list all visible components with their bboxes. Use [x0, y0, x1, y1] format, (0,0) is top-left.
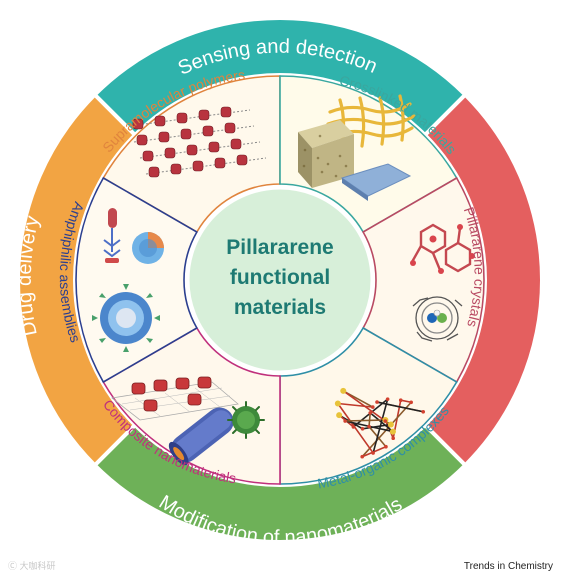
mof-atom: [385, 397, 390, 401]
mof-atom: [421, 409, 426, 414]
mof-bond-line: [337, 403, 374, 454]
mof-bond-line: [376, 401, 424, 413]
supramolecular-polymer-chains-icon: [129, 106, 267, 178]
pillararene-ring-icon: [164, 147, 176, 159]
mof-atom: [389, 428, 396, 435]
mof-atom: [383, 419, 388, 423]
mof-atom: [375, 400, 379, 404]
pillararene-ring-icon: [142, 150, 154, 162]
amphiphilic-vesicle-icon: [92, 208, 164, 352]
pillararene-ring-icon: [220, 106, 232, 118]
center-circle: [186, 186, 374, 374]
mof-atom: [368, 411, 372, 415]
pillararene-ring-icon: [132, 118, 144, 130]
mof-atom: [336, 412, 343, 419]
pillararene-ring-icon: [224, 122, 236, 134]
inner-sector-composite: [102, 326, 281, 485]
pillararene-ring-icon: [148, 166, 160, 178]
outer-ring: [16, 16, 544, 544]
pillararene-ring-icon: [236, 154, 248, 166]
pillararene-ring-icon: [214, 157, 226, 169]
pillararene-ring-icon: [198, 109, 210, 121]
composite-nanomaterial-icon: [111, 376, 265, 466]
mof-atom: [371, 451, 375, 455]
mof-atom: [351, 425, 356, 429]
mof-atom: [387, 421, 394, 428]
pillararene-ring-icon: [208, 141, 220, 153]
center-title-line-2: functional: [230, 266, 330, 289]
mof-atom: [391, 436, 396, 441]
inner-sector-crosslinked: [279, 75, 458, 234]
pillararene-ring-icon: [136, 134, 148, 146]
pillararene-ring-icon: [158, 131, 170, 143]
pillararene-ring-icon: [176, 112, 188, 124]
pillararene-ring-icon: [230, 138, 242, 150]
mof-bond-line: [372, 398, 389, 454]
pillararene-ring-icon: [202, 125, 214, 137]
center-title-line-3: materials: [234, 296, 326, 319]
mof-bond-line: [345, 419, 386, 422]
journal-credit: Trends in Chemistry: [463, 561, 553, 572]
mof-atom: [360, 426, 365, 431]
mof-atom: [367, 424, 371, 429]
crosslinked-network-icon: [298, 94, 416, 201]
watermark-text: Ⓒ 大咖科研: [8, 561, 56, 571]
pillararene-ring-icon: [154, 115, 166, 127]
mof-bond-line: [337, 402, 373, 408]
pillararene-crystal-lattice-icon: [410, 223, 475, 342]
mof-atom: [334, 400, 341, 407]
mof-atom: [409, 400, 413, 405]
pillararene-ring-icon: [192, 160, 204, 172]
mof-atom: [340, 387, 347, 394]
metal-organic-framework-icon: [334, 387, 426, 459]
mof-atom: [360, 454, 365, 459]
pillararene-ring-icon: [186, 144, 198, 156]
center-title-line-1: Pillararene: [226, 236, 333, 259]
mof-atom: [370, 405, 375, 409]
mof-atom: [398, 398, 403, 403]
mof-atom: [343, 419, 347, 423]
pillararene-ring-icon: [180, 128, 192, 140]
pillararene-ring-icon: [170, 163, 182, 175]
outer-segment-drug: [16, 91, 138, 469]
mof-bond-line: [342, 390, 386, 422]
mof-atom: [384, 444, 388, 449]
